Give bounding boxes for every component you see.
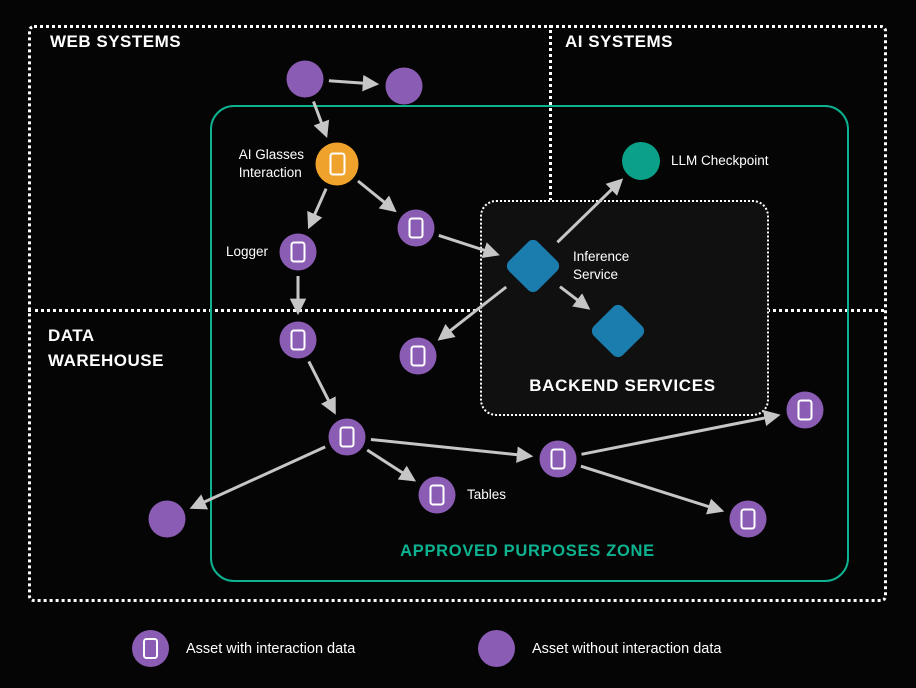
legend-label-with-data: Asset with interaction data	[186, 640, 356, 657]
label-inference-service: Inference Service	[573, 249, 630, 282]
interaction-data-icon	[740, 508, 756, 530]
legend-item-without-data: Asset without interaction data	[478, 630, 721, 667]
node-asset-2	[279, 321, 317, 359]
node-web-asset-2	[385, 67, 423, 105]
outer-dotted-border	[28, 25, 887, 602]
node-tables	[418, 476, 456, 514]
node-ai-glasses	[315, 142, 359, 186]
interaction-data-icon	[408, 217, 424, 239]
label-ai-glasses: AI Glasses Interaction	[238, 147, 304, 180]
asset-with-interaction-data-icon	[132, 630, 169, 667]
label-llm-checkpoint: LLM Checkpoint	[671, 153, 769, 169]
data-warehouse-title: DATA WAREHOUSE	[48, 326, 164, 370]
node-llm-checkpoint	[622, 142, 660, 180]
web-ai-divider	[549, 25, 552, 309]
web-systems-title: WEB SYSTEMS	[50, 32, 182, 51]
backend-services-title: BACKEND SERVICES	[529, 376, 716, 395]
label-tables: Tables	[467, 487, 507, 503]
node-inference-service	[504, 237, 562, 295]
node-warehouse-asset	[148, 500, 186, 538]
interaction-data-icon	[143, 638, 158, 659]
node-asset-1	[397, 209, 435, 247]
legend-label-without-data: Asset without interaction data	[532, 640, 722, 657]
interaction-data-icon	[290, 241, 306, 263]
interaction-data-icon	[550, 448, 566, 470]
label-logger: Logger	[225, 244, 268, 260]
interaction-data-icon	[329, 152, 345, 176]
node-web-asset-1	[286, 60, 324, 98]
interaction-data-icon	[429, 484, 445, 506]
interaction-data-icon	[339, 426, 355, 448]
legend-item-with-data: Asset with interaction data	[132, 630, 355, 667]
interaction-data-icon	[290, 329, 306, 351]
node-logger	[279, 233, 317, 271]
node-asset-7	[729, 500, 767, 538]
ai-systems-title: AI SYSTEMS	[565, 32, 673, 51]
interaction-data-icon	[797, 399, 813, 421]
approved-purposes-zone	[210, 105, 849, 582]
approved-zone-title: APPROVED PURPOSES ZONE	[400, 542, 655, 560]
node-asset-4	[328, 418, 366, 456]
node-asset-5	[539, 440, 577, 478]
interaction-data-icon	[410, 345, 426, 367]
node-asset-3	[399, 337, 437, 375]
node-asset-6	[786, 391, 824, 429]
legend: Asset with interaction data Asset withou…	[0, 630, 916, 670]
node-inference-2	[589, 302, 647, 360]
asset-without-interaction-data-icon	[478, 630, 515, 667]
